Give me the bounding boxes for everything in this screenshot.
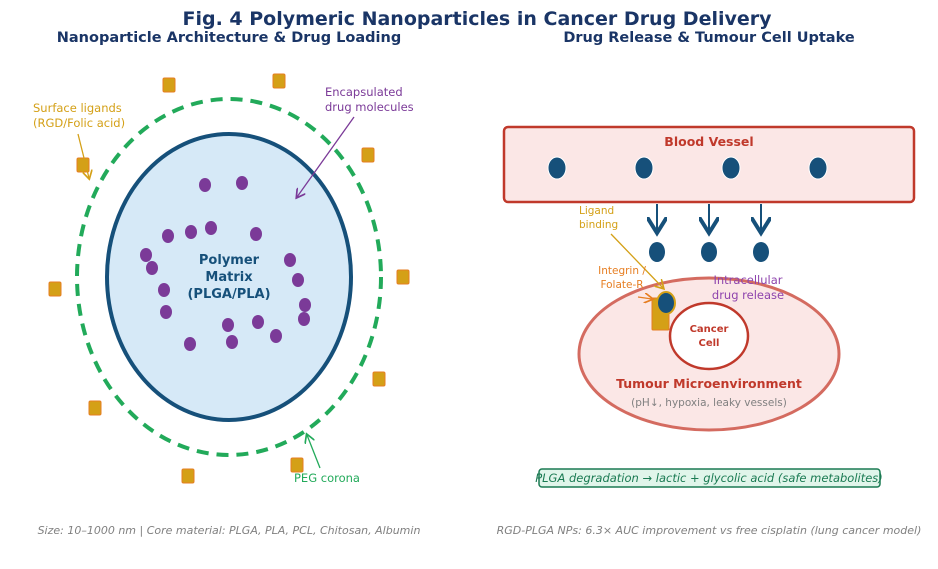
ligand-binding-line: binding	[579, 219, 618, 231]
drug-molecule	[298, 312, 310, 326]
peg-arrow	[307, 435, 321, 469]
peg-corona	[75, 97, 383, 457]
ligand-annotation-line: (RGD/Folic acid)	[33, 116, 125, 130]
drug-molecule	[299, 298, 311, 312]
tme-label: Tumour Microenvironment	[616, 376, 802, 391]
right-footer: RGD-PLGA NPs: 6.3× AUC improvement vs fr…	[497, 524, 922, 537]
drug-molecule	[292, 273, 304, 287]
degradation-text: PLGA degradation → lactic + glycolic aci…	[535, 471, 883, 485]
bound-nanoparticle	[656, 291, 676, 315]
drug-molecule	[140, 248, 152, 262]
tumour-microenvironment: Cancer Cell Tumour Microenvironment (pH↓…	[577, 276, 841, 432]
cancer-cell-label: Cancer	[690, 324, 729, 335]
drug-annotation-line: Encapsulated	[325, 85, 403, 99]
receptor-line: Folate-R	[600, 279, 643, 291]
nanoparticle-icon	[649, 242, 665, 262]
nanoparticle-icon	[547, 156, 567, 180]
ligand-icon	[361, 147, 375, 163]
ligand-icon	[290, 457, 304, 473]
blood-vessel: Blood Vessel	[502, 125, 916, 204]
release-annotation: Intracellular drug release	[712, 273, 784, 302]
drug-molecule	[250, 227, 262, 241]
ligand-binding-arrow	[610, 233, 663, 288]
ligand-icon	[88, 400, 102, 416]
drug-molecule	[160, 305, 172, 319]
nanoparticle-icon	[721, 156, 741, 180]
release-line: Intracellular	[713, 273, 782, 287]
peg-label: PEG corona	[294, 471, 360, 485]
drug-molecule	[184, 337, 196, 351]
cancer-cell	[668, 301, 750, 371]
ligand-binding-annotation: Ligand binding	[579, 205, 663, 288]
drug-molecule	[199, 178, 211, 192]
ligand-arrow	[77, 133, 89, 178]
ligand-icon	[181, 468, 195, 484]
core-label: Polymer Matrix (PLGA/PLA)	[187, 253, 270, 302]
ligand-icon	[272, 73, 286, 89]
ligand-annotation: Surface ligands (RGD/Folic acid)	[33, 101, 125, 178]
nanoparticle-icon	[634, 156, 654, 180]
drug-molecule	[205, 221, 217, 235]
receptor-line: Integrin /	[598, 265, 646, 277]
left-footer: Size: 10–1000 nm | Core material: PLGA, …	[38, 524, 421, 537]
drug-annotation-line: drug molecules	[325, 100, 414, 114]
circulating-nanoparticles	[547, 156, 828, 180]
ligand-binding-line: Ligand	[579, 205, 614, 217]
extravasation	[649, 204, 769, 262]
tme-sub: (pH↓, hypoxia, leaky vessels)	[631, 397, 787, 409]
release-line: drug release	[712, 288, 784, 302]
degradation-note: PLGA degradation → lactic + glycolic aci…	[535, 468, 883, 488]
drug-molecule	[158, 283, 170, 297]
nanoparticle-icon	[753, 242, 769, 262]
peg-annotation: PEG corona	[294, 435, 360, 485]
drug-molecule	[222, 318, 234, 332]
nanoparticle-icon	[701, 242, 717, 262]
figure-title: Fig. 4 Polymeric Nanoparticles in Cancer…	[182, 8, 772, 30]
ligand-icon	[372, 371, 386, 387]
cancer-cell-label: Cell	[699, 338, 720, 349]
drug-molecule	[252, 315, 264, 329]
drug-annotation: Encapsulated drug molecules	[297, 85, 414, 197]
polymer-core	[105, 132, 353, 422]
core-label-line: Matrix	[205, 270, 253, 285]
drug-molecule	[146, 261, 158, 275]
drug-molecule	[226, 335, 238, 349]
drug-molecule	[270, 329, 282, 343]
right-subtitle: Drug Release & Tumour Cell Uptake	[563, 30, 855, 46]
blood-vessel-wall	[502, 125, 916, 204]
drug-molecule	[236, 176, 248, 190]
core-label-line: Polymer	[199, 253, 260, 268]
drug-arrow	[297, 116, 355, 197]
drug-molecule	[185, 225, 197, 239]
ligand-icon	[396, 269, 410, 285]
core-label-line: (PLGA/PLA)	[187, 287, 270, 302]
blood-vessel-label: Blood Vessel	[664, 134, 753, 149]
drug-molecule	[162, 229, 174, 243]
nanoparticle-icon	[808, 156, 828, 180]
ligand-icon	[48, 281, 62, 297]
ligand-annotation-line: Surface ligands	[33, 101, 122, 115]
receptor-arrow	[637, 297, 652, 299]
degradation-box	[538, 468, 881, 488]
nanoparticle: Polymer Matrix (PLGA/PLA)	[48, 73, 410, 484]
drug-molecules	[140, 176, 311, 351]
receptor-annotation: Integrin / Folate-R	[598, 265, 652, 299]
left-subtitle: Nanoparticle Architecture & Drug Loading	[57, 30, 401, 46]
ligand-icon	[162, 77, 176, 93]
drug-molecule	[284, 253, 296, 267]
